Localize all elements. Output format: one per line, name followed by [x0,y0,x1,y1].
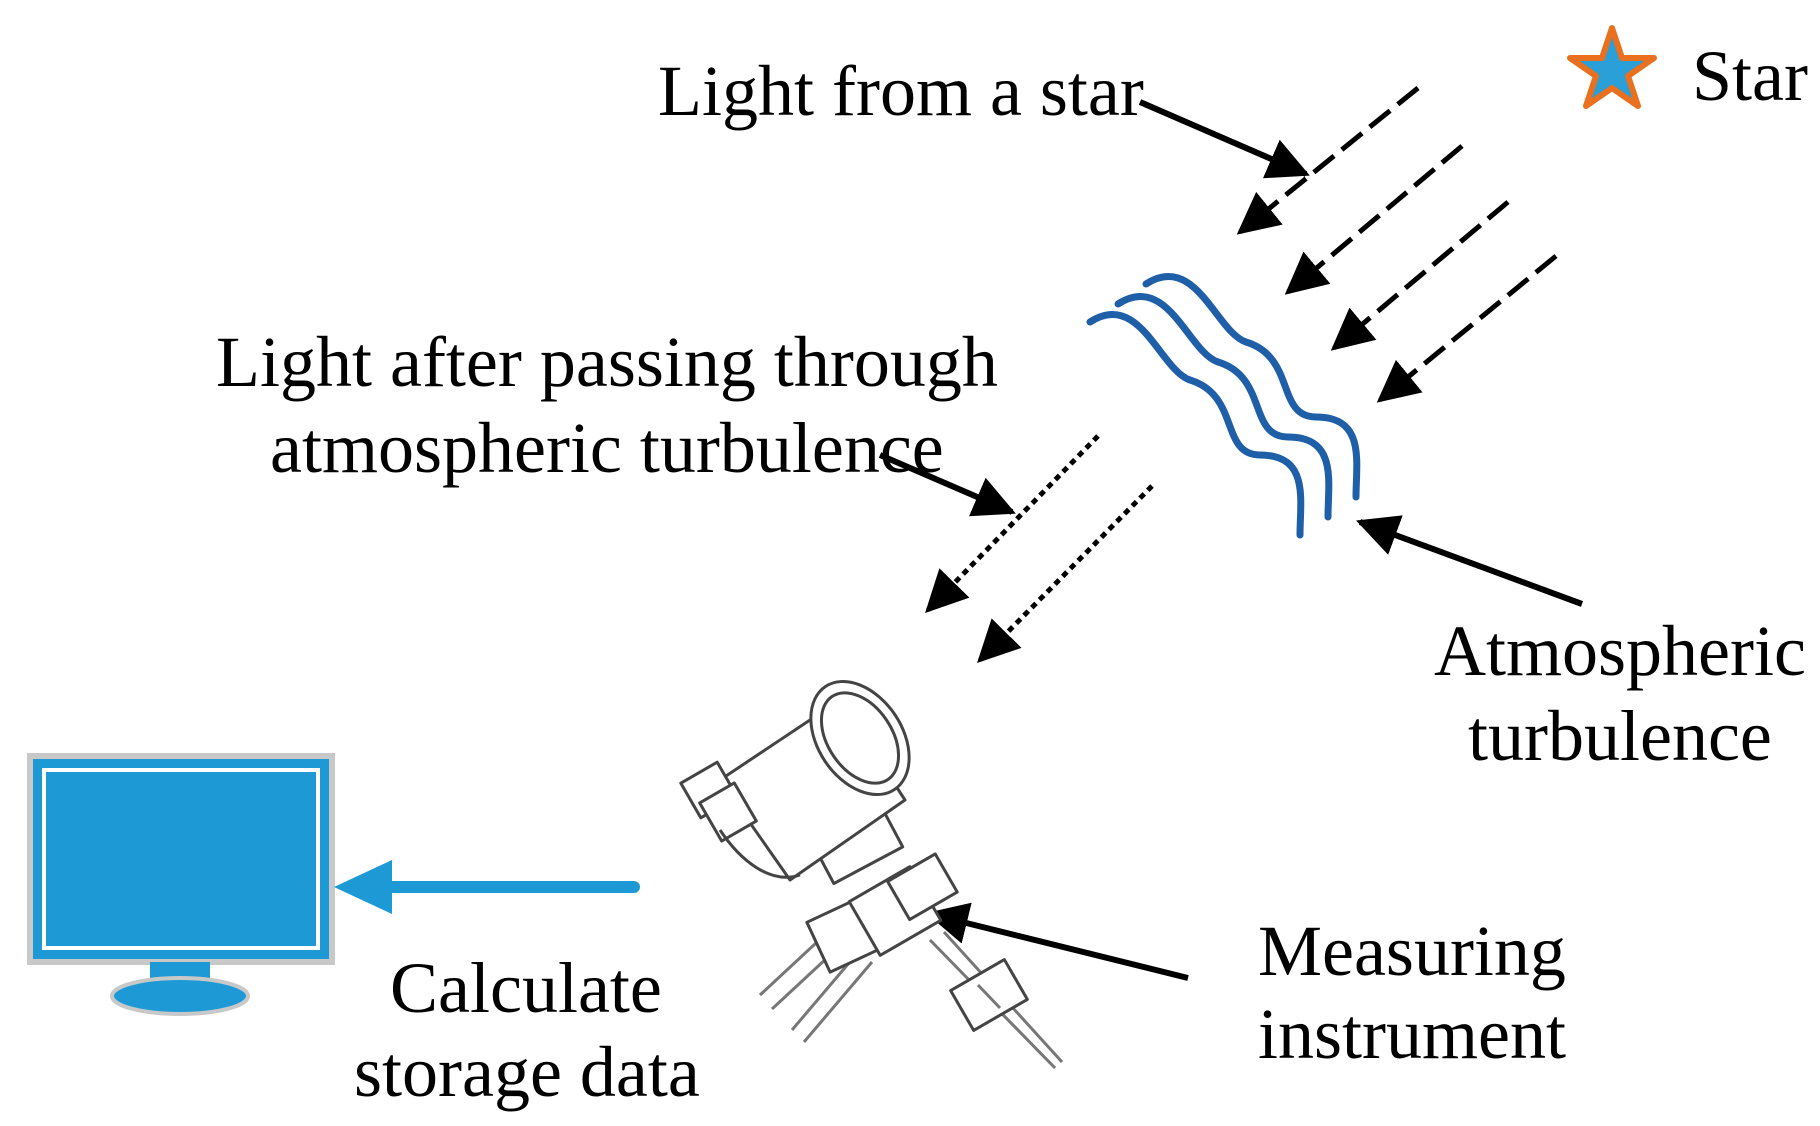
incoming-ray [1284,144,1464,295]
data-arrow [334,860,640,914]
label-light-after-line2: atmospheric turbulence [270,408,944,488]
incoming-ray [1236,86,1420,235]
outgoing-ray [925,434,1100,614]
label-atmospheric-line1: Atmospheric [1434,611,1806,691]
label-measuring-line2: instrument [1258,994,1566,1074]
incoming-ray [1376,254,1558,403]
label-calculate-line1: Calculate [390,948,662,1028]
pointer-light-after [878,452,1016,517]
outgoing-ray [977,484,1154,663]
label-measuring-line1: Measuring [1258,911,1566,991]
outgoing-light-rays [925,434,1154,663]
monitor-icon [27,753,335,1016]
label-star: Star [1692,36,1808,116]
pointer-arrows [878,99,1584,981]
label-light-from-star: Light from a star [658,51,1144,131]
pointer-measuring-instrument [925,902,1189,981]
telescope-icon [679,679,1064,1070]
label-light-after-line1: Light after passing through [216,322,998,402]
turbulence-waves-icon [1086,273,1361,539]
incoming-ray [1330,200,1510,351]
pointer-light-from-star [1138,99,1310,179]
pointer-atmospheric-turbulence [1356,515,1584,607]
star-icon [1567,25,1657,109]
label-atmospheric-line2: turbulence [1468,696,1772,776]
label-calculate-line2: storage data [354,1032,700,1112]
incoming-light-rays [1236,86,1558,403]
